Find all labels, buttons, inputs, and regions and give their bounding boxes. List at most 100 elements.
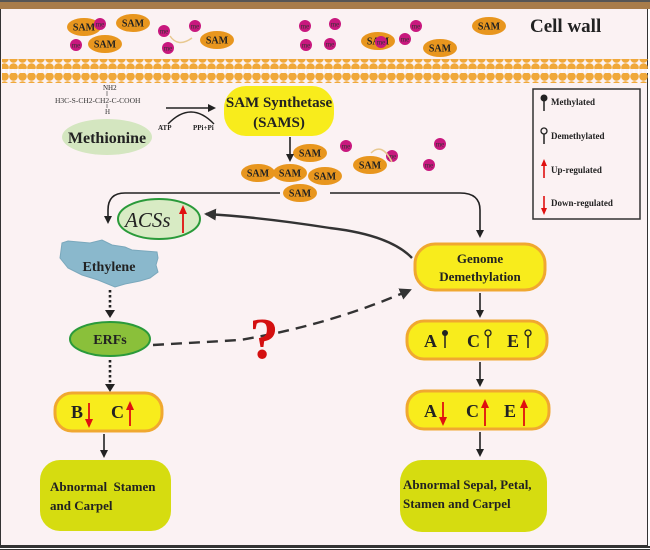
sam-molecule — [88, 35, 122, 53]
sam-molecule — [353, 156, 387, 174]
sams-node — [224, 86, 334, 136]
gene-e-demethylated-icon — [524, 329, 532, 348]
cell-membrane — [2, 59, 648, 83]
gene-a-down-arrow-icon — [439, 402, 447, 426]
me-molecule-label: me — [436, 141, 445, 149]
gene-e-up-arrow-icon — [520, 399, 528, 426]
sam-molecule-label: SAM — [429, 44, 452, 55]
me-molecule — [410, 20, 422, 32]
genome-label-1: Genome — [457, 251, 503, 266]
gene-c-demethylated-icon — [484, 329, 492, 348]
acss-label: ACSs — [123, 208, 171, 232]
me-molecule-label: me — [331, 21, 340, 29]
gene-c-label: C — [111, 402, 124, 422]
me-molecule — [70, 39, 82, 51]
sam-molecule-label: SAM — [314, 172, 337, 183]
cell-wall-label: Cell wall — [530, 16, 601, 37]
left-outcome-line-1: Abnormal Stamen — [50, 479, 156, 494]
methionine-node — [62, 119, 152, 155]
sams-label-2: (SAMS) — [253, 115, 305, 131]
sam-molecule-label: SAM — [289, 189, 312, 200]
me-molecule — [300, 39, 312, 51]
legend: Methylated Demethylated Up-regulated Dow… — [532, 88, 641, 220]
sam-molecule — [308, 167, 342, 185]
sam-molecule-label: SAM — [122, 19, 145, 30]
me-molecule-label: me — [388, 153, 397, 161]
ethylene-node — [59, 239, 159, 288]
me-molecule — [162, 42, 174, 54]
acss-up-arrow-icon — [179, 205, 187, 233]
me-molecule-label: me — [425, 162, 434, 170]
me-molecule-label: me — [412, 23, 421, 31]
sam-molecule — [67, 18, 101, 36]
methionine-label: Methionine — [68, 130, 146, 147]
reg-c-label: C — [466, 401, 479, 421]
left-outcome-line-2: and Carpel — [50, 498, 113, 513]
gene-b-down-arrow-icon — [85, 403, 93, 428]
right-outcome-line-1: Abnormal Sepal, Petal, — [403, 477, 532, 492]
erfs-label: ERFs — [93, 333, 127, 348]
sam-molecule-label: SAM — [94, 40, 117, 51]
me-molecule — [375, 36, 387, 48]
me-molecule — [434, 138, 446, 150]
me-molecule — [386, 150, 398, 162]
me-molecule-label: me — [191, 23, 200, 31]
reg-e-label: E — [504, 401, 516, 421]
me-molecule — [94, 18, 106, 30]
legend-down-regulated-label: Down-regulated — [551, 198, 613, 208]
legend-up-regulated-label: Up-regulated — [551, 165, 602, 175]
right-methylation-box — [405, 319, 549, 361]
formula-h: H — [105, 108, 110, 116]
sam-molecule — [116, 14, 150, 32]
sam-molecule-label: SAM — [206, 36, 229, 47]
sams-label-1: SAM Synthetase — [226, 95, 333, 111]
reg-a-label: A — [424, 401, 437, 421]
left-gene-box — [53, 391, 164, 433]
sam-molecule-label: SAM — [73, 23, 96, 34]
genome-to-acss-arrow — [204, 208, 413, 259]
me-molecule — [423, 159, 435, 171]
me-molecule — [340, 140, 352, 152]
sam-to-ethylene-line — [104, 192, 280, 224]
genome-demethylation-node — [413, 242, 547, 292]
sam-molecule-label: SAM — [247, 169, 270, 180]
gene-b-label: B — [71, 402, 83, 422]
question-mark: ? — [250, 306, 279, 371]
sam-molecule — [200, 31, 234, 49]
atp-label: ATP — [158, 124, 172, 132]
sam-molecule — [293, 144, 327, 162]
me-molecule-label: me — [342, 143, 351, 151]
acss-node — [117, 198, 201, 240]
formula-main: H3C-S-CH2-CH2-C-COOH — [55, 96, 141, 105]
sam-molecule — [472, 17, 506, 35]
me-molecule — [324, 38, 336, 50]
ppi-label: PPi+Pi — [193, 124, 214, 132]
sam-molecule-label: SAM — [359, 161, 382, 172]
sam-molecule — [283, 184, 317, 202]
sam-molecule — [241, 164, 275, 182]
ethylene-label: Ethylene — [83, 260, 136, 275]
me-molecule-label: me — [377, 39, 386, 47]
gene-a-methylated-icon — [442, 330, 448, 348]
down-arrow-icon — [541, 196, 547, 215]
transfer-arrow-top — [169, 35, 193, 44]
sam-molecule-label: SAM — [299, 149, 322, 160]
meth-c-label: C — [467, 331, 480, 351]
sam-molecule — [423, 39, 457, 57]
me-molecule-label: me — [96, 21, 105, 29]
me-molecule — [399, 33, 411, 45]
me-molecule-label: me — [401, 36, 410, 44]
right-outcome-box — [400, 460, 547, 532]
right-outcome-line-2: Stamen and Carpel — [403, 496, 511, 511]
erfs-to-genome-dashed-arrow — [152, 288, 412, 347]
me-molecule-label: me — [302, 42, 311, 50]
me-molecule — [299, 20, 311, 32]
gene-c-up-arrow-icon-right — [481, 399, 489, 426]
me-molecule — [158, 25, 170, 37]
up-arrow-icon — [541, 159, 547, 178]
gene-c-up-arrow-icon — [126, 401, 134, 426]
demethylated-pin-icon — [540, 127, 548, 144]
me-molecule-label: me — [160, 28, 169, 36]
molecules-group: SAMSAMSAMSAMSAMSAMSAMSAMSAMSAMSAMSAMSAMm… — [67, 14, 506, 202]
